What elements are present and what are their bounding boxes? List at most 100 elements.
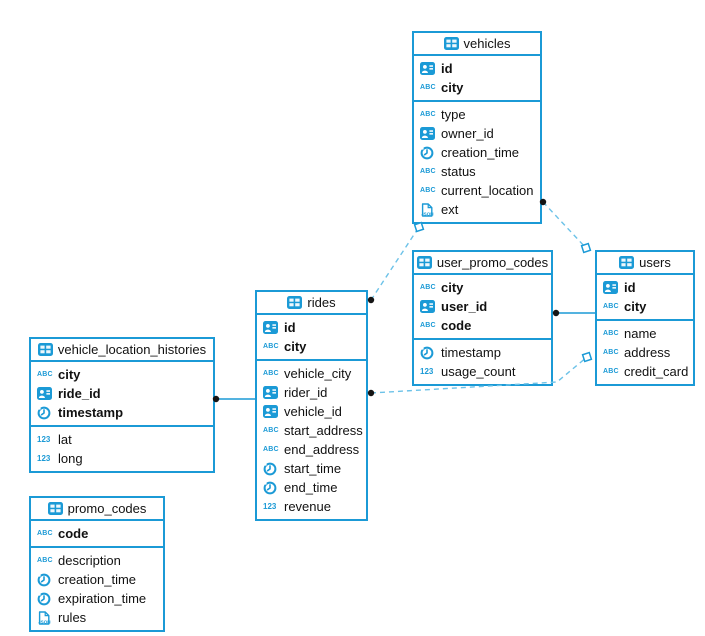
connection-dot [367, 296, 375, 304]
id-badge-icon [420, 62, 437, 75]
timestamp-icon [420, 345, 437, 360]
text-type-icon: ABC [603, 368, 619, 375]
field-label: creation_time [58, 572, 137, 587]
field-label: user_id [441, 299, 488, 314]
table-header[interactable]: vehicles [414, 33, 540, 56]
field-label: city [441, 80, 464, 95]
field-row[interactable]: user_id [414, 297, 551, 316]
connection-dot [367, 389, 375, 397]
field-row[interactable]: ABC type [414, 105, 540, 124]
field-label: end_time [284, 480, 338, 495]
field-row[interactable]: ABC city [414, 78, 540, 97]
field-label: current_location [441, 183, 534, 198]
timestamp-icon [263, 480, 280, 495]
table-title: rides [307, 295, 336, 310]
text-type-icon: ABC [603, 349, 619, 356]
field-row[interactable]: id [597, 278, 693, 297]
field-row[interactable]: rider_id [257, 383, 366, 402]
field-row[interactable]: owner_id [414, 124, 540, 143]
table-icon [443, 37, 459, 50]
table-icon [47, 502, 63, 515]
text-type-icon: ABC [603, 330, 619, 337]
table-icon [287, 296, 303, 309]
field-label: creation_time [441, 145, 520, 160]
text-type-icon: ABC [420, 168, 436, 175]
id-badge-icon [603, 281, 620, 294]
field-row[interactable]: ABC city [414, 278, 551, 297]
field-row[interactable]: id [414, 59, 540, 78]
field-row[interactable]: ride_id [31, 384, 213, 403]
text-type-icon: ABC [420, 284, 436, 291]
connection-dot [552, 309, 560, 317]
text-type-icon: ABC [420, 111, 436, 118]
table-header[interactable]: user_promo_codes [414, 252, 551, 275]
table-header[interactable]: users [597, 252, 693, 275]
field-label: name [624, 326, 657, 341]
field-row[interactable]: expiration_time [31, 589, 163, 608]
field-row[interactable]: id [257, 318, 366, 337]
field-row[interactable]: creation_time [414, 143, 540, 162]
field-row[interactable]: timestamp [414, 343, 551, 362]
id-badge-icon [263, 386, 280, 399]
field-row[interactable]: start_time [257, 459, 366, 478]
text-type-icon: ABC [420, 322, 436, 329]
text-type-icon: ABC [603, 303, 619, 310]
field-row[interactable]: timestamp [31, 403, 213, 422]
table-icon [619, 256, 635, 269]
table-header[interactable]: vehicle_location_histories [31, 339, 213, 362]
field-row[interactable]: end_time [257, 478, 366, 497]
field-row[interactable]: creation_time [31, 570, 163, 589]
relation-vehicles-users [539, 198, 592, 254]
field-label: rider_id [284, 385, 328, 400]
text-type-icon: ABC [263, 427, 279, 434]
field-row[interactable]: ABC vehicle_city [257, 364, 366, 383]
text-type-icon: ABC [420, 84, 436, 91]
text-type-icon: ABC [263, 370, 279, 377]
number-type-icon: 123 [263, 501, 277, 511]
field-row[interactable]: ABC name [597, 324, 693, 343]
table-header[interactable]: rides [257, 292, 366, 315]
field-row[interactable]: vehicle_id [257, 402, 366, 421]
text-type-icon: ABC [37, 557, 53, 564]
field-label: type [441, 107, 466, 122]
field-label: vehicle_city [284, 366, 352, 381]
field-label: timestamp [441, 345, 501, 360]
id-badge-icon [420, 127, 437, 140]
table-header[interactable]: promo_codes [31, 498, 163, 521]
table-title: users [639, 255, 671, 270]
svg-text:JSON: JSON [38, 619, 51, 624]
table-title: user_promo_codes [436, 255, 549, 270]
field-label: ext [441, 202, 459, 217]
field-label: city [441, 280, 464, 295]
id-badge-icon [263, 405, 280, 418]
